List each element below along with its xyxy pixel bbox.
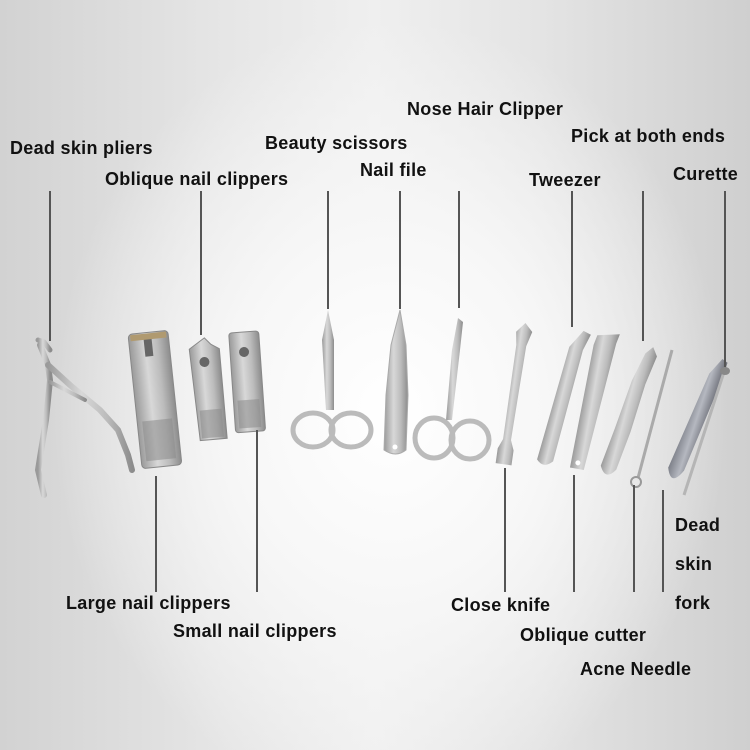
leader-line-oblique-cutter: [573, 475, 575, 592]
label-small-nail-clippers: Small nail clippers: [173, 621, 337, 641]
label-dead-skin-pliers: Dead skin pliers: [10, 138, 153, 158]
leader-line-beauty-scissors: [327, 191, 329, 309]
small-nail-clippers-icon: [228, 330, 266, 434]
label-nail-file: Nail file: [360, 160, 427, 180]
leader-line-acne-needle: [633, 485, 635, 592]
beauty-scissors-icon: [290, 310, 374, 450]
label-nose-hair-clipper: Nose Hair Clipper: [407, 99, 564, 119]
label-acne-needle: Acne Needle: [580, 659, 692, 679]
label-oblique-cutter: Oblique cutter: [520, 625, 647, 645]
leader-line-curette: [724, 191, 726, 367]
label-dead-skin-fork-line1: Dead: [675, 515, 721, 535]
leader-line-oblique-nail-clippers: [200, 191, 202, 335]
nose-hair-clipper-icon: [412, 318, 492, 462]
leader-line-small-nail-clippers: [256, 430, 258, 592]
leader-line-large-nail-clippers: [155, 476, 157, 592]
large-nail-clippers-icon: [127, 330, 182, 469]
label-large-nail-clippers: Large nail clippers: [66, 593, 231, 613]
label-dead-skin-fork-line2: skin: [675, 554, 713, 574]
leader-line-pick-at-both-ends: [642, 191, 644, 341]
leader-line-dead-skin-fork: [662, 490, 664, 592]
close-knife-icon: [495, 322, 533, 466]
acne-needle-icon: [630, 349, 674, 488]
leader-line-nail-file: [399, 191, 401, 309]
label-pick-at-both-ends: Pick at both ends: [571, 126, 726, 146]
oblique-cutter-icon: [569, 334, 620, 470]
leader-line-nose-hair-clipper: [458, 191, 460, 308]
curette-icon: [682, 367, 730, 496]
dead-skin-pliers-icon: [34, 337, 135, 498]
label-dead-skin-fork-line3: fork: [675, 593, 711, 613]
leader-line-tweezer: [571, 191, 573, 327]
label-oblique-nail-clippers: Oblique nail clippers: [105, 169, 289, 189]
dead-skin-fork-icon: [668, 359, 728, 479]
label-curette: Curette: [673, 164, 739, 184]
label-beauty-scissors: Beauty scissors: [265, 133, 408, 153]
nail-file-icon: [383, 309, 409, 455]
label-tweezer: Tweezer: [529, 170, 601, 190]
label-close-knife: Close knife: [451, 595, 551, 615]
leader-line-close-knife: [504, 468, 506, 592]
pick-at-both-ends-icon: [600, 347, 657, 475]
oblique-nail-clippers-icon: [188, 337, 228, 442]
leader-line-dead-skin-pliers: [49, 191, 51, 341]
tweezer-icon: [537, 330, 591, 465]
